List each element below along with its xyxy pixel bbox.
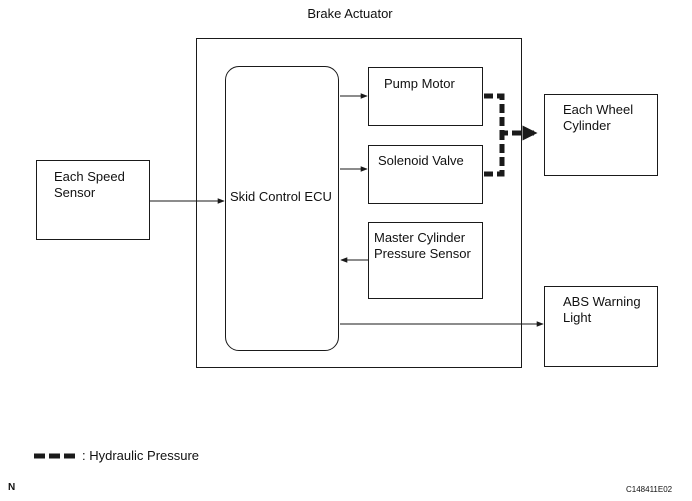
speed-sensor-box (36, 160, 150, 240)
abs-warning-light-label: ABS Warning Light (563, 294, 641, 325)
solenoid-valve-box (368, 145, 483, 204)
edge-solenoid-valve-to-wheel-cylinder-hydraulic (484, 133, 505, 177)
abs-warning-light-box (544, 286, 658, 367)
wheel-cylinder-box (544, 94, 658, 176)
solenoid-valve-label: Solenoid Valve (378, 153, 464, 168)
pump-motor-box (368, 67, 483, 126)
hydraulic-pressure-legend-label: : Hydraulic Pressure (82, 448, 200, 463)
speed-sensor-label: Each Speed Sensor (54, 169, 125, 200)
skid-control-ecu-label: Skid Control ECU (230, 189, 332, 204)
master-cylinder-pressure-sensor-label: Master Cylinder Pressure Sensor (374, 230, 471, 261)
footer-left-mark: N (8, 482, 16, 493)
master-cylinder-pressure-sensor-box (368, 222, 483, 299)
skid-control-ecu-box (225, 66, 339, 351)
figure-code: C148411E02 (626, 485, 673, 494)
brake-actuator-title: Brake Actuator (307, 6, 393, 21)
wheel-cylinder-label: Each Wheel Cylinder (563, 102, 634, 133)
pump-motor-label: Pump Motor (384, 76, 455, 91)
edge-pump-motor-to-wheel-cylinder-hydraulic (484, 93, 538, 141)
